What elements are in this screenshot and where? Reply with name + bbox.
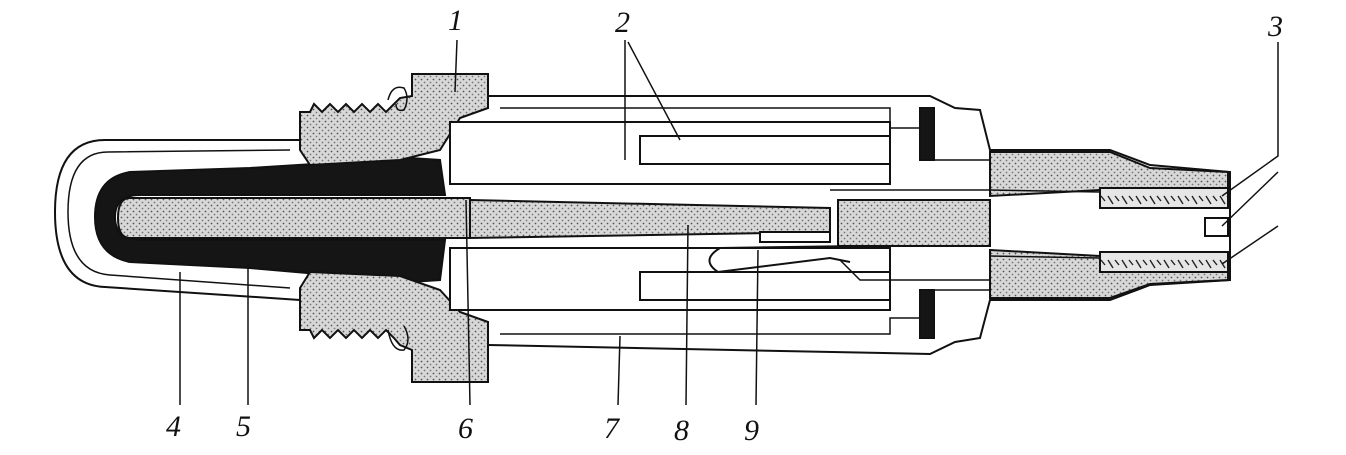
callout-2: 2	[615, 6, 630, 39]
protective-tube-inner	[67, 149, 291, 289]
lead-upper	[1099, 187, 1229, 209]
leader-6	[465, 199, 471, 406]
callout-3: 3	[1267, 10, 1283, 43]
outer-sleeve	[487, 95, 1231, 356]
contact-spring	[708, 245, 861, 274]
leader-2b	[627, 41, 681, 141]
gasket-upper	[387, 86, 408, 112]
rear-insulator	[837, 199, 991, 247]
leader-1	[454, 39, 458, 93]
contact-sleeve-lower	[639, 271, 891, 301]
ceramic-element	[116, 197, 471, 239]
callout-6: 6	[458, 412, 473, 445]
leader-9	[755, 249, 759, 406]
lead-middle	[1204, 217, 1229, 237]
contact-sleeve-upper	[639, 135, 891, 165]
disc-spring-upper	[919, 107, 935, 161]
leader-7	[617, 335, 621, 406]
callout-7: 7	[604, 412, 621, 445]
lead-lower	[1099, 251, 1229, 273]
callout-4: 4	[166, 410, 181, 443]
outer-sleeve-inner	[500, 107, 990, 335]
leader-8	[685, 224, 689, 406]
contact-pin	[759, 231, 831, 243]
callout-5: 5	[236, 410, 251, 443]
outer-electrode	[93, 156, 447, 284]
protective-tube	[53, 139, 301, 301]
callout-8: 8	[674, 414, 689, 447]
disc-spring-lower	[919, 289, 935, 339]
callout-9: 9	[744, 414, 759, 447]
signal-wires	[830, 189, 1101, 281]
housing-upper	[299, 73, 489, 167]
cable-seal	[989, 151, 1229, 299]
gasket-lower	[387, 325, 409, 351]
leader-3	[1221, 42, 1279, 265]
callout-1: 1	[448, 4, 463, 37]
